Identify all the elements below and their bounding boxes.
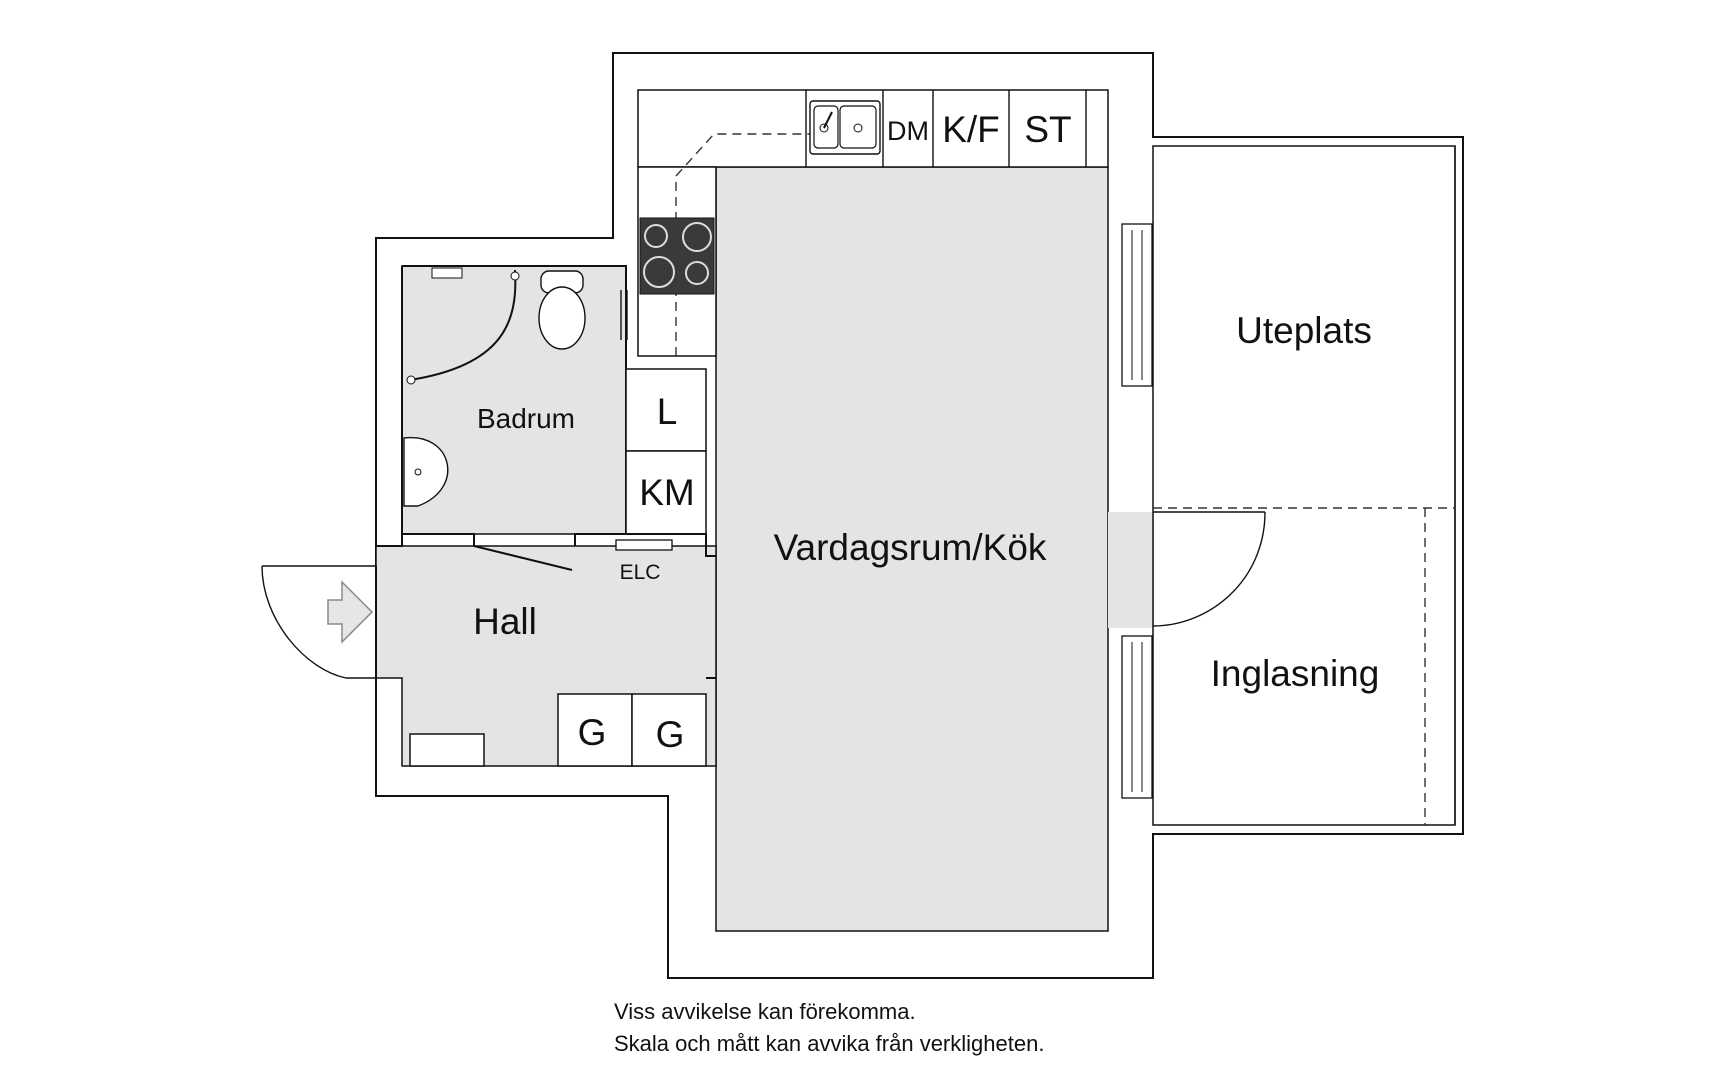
room-label-hall: Hall [473, 601, 537, 642]
washing-machine-label: KM [639, 472, 695, 513]
balcony-passage-floor [1108, 512, 1154, 628]
toilet-icon [538, 270, 586, 350]
outdoor-area [1152, 145, 1456, 826]
electric-central [615, 539, 673, 551]
disclaimer-line-1: Viss avvikelse kan förekomma. [614, 999, 916, 1024]
dishwasher-label: DM [887, 116, 929, 146]
hob-icon [639, 217, 715, 295]
fridge-freezer-label: K/F [942, 109, 1000, 150]
room-label-glazing: Inglasning [1211, 653, 1380, 694]
disclaimer: Viss avvikelse kan förekomma. Skala och … [614, 996, 1044, 1060]
electric-central-label: ELC [620, 561, 661, 584]
storage-label: ST [1024, 109, 1071, 150]
disclaimer-line-2: Skala och mått kan avvika från verklighe… [614, 1031, 1045, 1056]
balcony-door[interactable] [1152, 511, 1266, 627]
shower-icon [406, 267, 520, 385]
outer-wall [375, 52, 1464, 979]
washbasin-icon [403, 436, 449, 507]
entrance-arrow-icon [327, 580, 374, 644]
hall-bench [409, 733, 485, 767]
room-label-patio: Uteplats [1236, 310, 1372, 351]
entrance-door[interactable] [261, 565, 377, 679]
wardrobe-1-label: G [578, 712, 607, 753]
wardrobe-2 [631, 693, 707, 767]
window-lower [1121, 635, 1153, 799]
room-label-bathroom: Badrum [477, 403, 575, 434]
washing-machine-cabinet [625, 450, 707, 535]
wardrobe-2-label: G [656, 714, 685, 755]
room-label-living: Vardagsrum/Kök [774, 527, 1047, 568]
window-upper [1121, 223, 1153, 387]
bathroom-door[interactable] [473, 545, 573, 571]
laundry-label: L [657, 391, 678, 432]
sink-icon [809, 100, 881, 155]
